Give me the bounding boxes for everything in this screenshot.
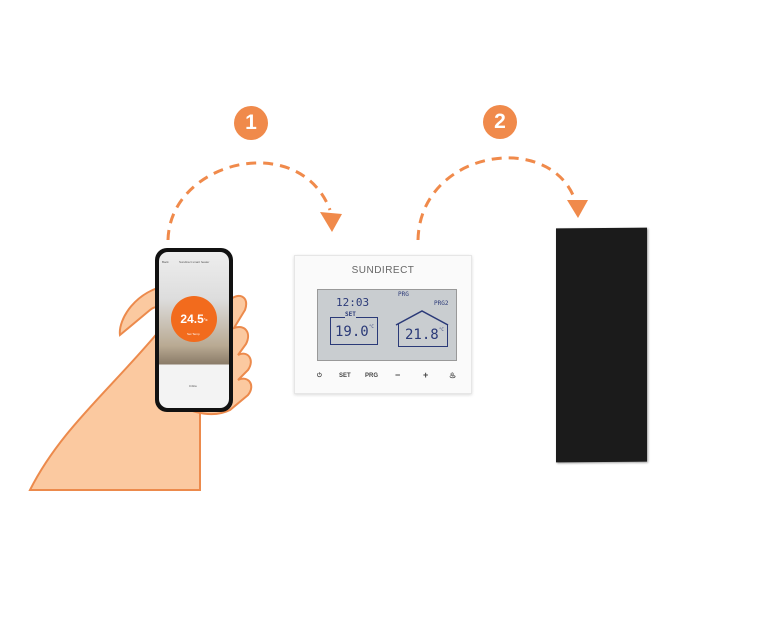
temperature-value: 24.5	[180, 312, 204, 326]
room-temperature: 21.8	[405, 327, 439, 343]
fan-button[interactable]: ♨	[449, 371, 457, 380]
arrowhead-2	[567, 200, 588, 218]
set-unit: °C	[369, 324, 374, 329]
mode-label: Set Temp	[187, 332, 200, 336]
step-1-badge: 1	[234, 106, 268, 140]
step-2-badge: 2	[483, 105, 517, 139]
clock: 12:03	[336, 296, 370, 309]
power-button[interactable]: ⏻	[317, 373, 322, 379]
set-temperature: 19.0	[335, 324, 369, 340]
set-box: SET 19.0 °C	[330, 311, 378, 345]
room-house: 21.8 °C	[398, 324, 448, 347]
set-label: SET	[345, 311, 356, 318]
plus-button[interactable]: +	[423, 370, 429, 380]
prg-indicator: PRG	[398, 291, 409, 298]
arrow-2	[416, 156, 577, 241]
back-link[interactable]: Back	[162, 260, 169, 264]
app-title: Sundirect smart heater	[179, 260, 210, 264]
smartphone: Back Sundirect smart heater 24.5°c Set T…	[155, 248, 233, 412]
temperature-dial[interactable]: 24.5°c	[171, 296, 217, 342]
thermostat: SUNDIRECT 12:03 PRG PRG2 SET 19.0 °C 21.…	[294, 255, 472, 394]
brand-logo: SUNDIRECT	[351, 265, 415, 276]
temp-unit: °c	[203, 316, 208, 322]
arrow-1	[166, 161, 332, 241]
house-roof-icon	[395, 310, 449, 326]
power-readout: 0.0kw	[189, 384, 197, 388]
set-button[interactable]: SET	[339, 373, 351, 379]
infrared-heater-panel	[556, 227, 647, 463]
arrowhead-1	[320, 212, 342, 232]
room-unit: °C	[439, 327, 444, 332]
lcd-display: 12:03 PRG PRG2 SET 19.0 °C 21.8 °C	[317, 289, 457, 361]
app-screen: Back Sundirect smart heater 24.5°c Set T…	[159, 252, 229, 408]
prg-button[interactable]: PRG	[365, 373, 379, 379]
program-indicator: PRG2	[434, 300, 449, 307]
minus-button[interactable]: −	[395, 370, 401, 380]
